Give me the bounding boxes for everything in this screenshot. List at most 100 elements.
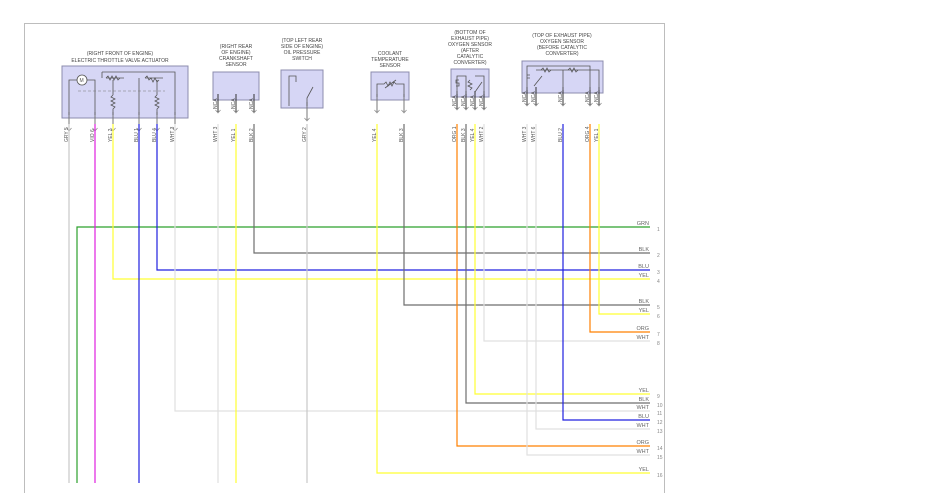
pin-label-o2_before-2: BLU 2 <box>558 128 564 142</box>
component-title-oil_pressure: (TOP LEFT REAR <box>282 38 323 44</box>
wire-1 <box>76 226 650 483</box>
wire-16 <box>376 146 650 474</box>
component-title-o2_before: (BEFORE CATALYTIC <box>537 45 587 51</box>
pin-label-o2_after-2: WHT 2 <box>479 126 485 142</box>
pin-label-o2_before-3: WHT 3 <box>522 126 528 142</box>
wiring-diagram: (RIGHT FRONT OF ENGINE)ELECTRIC THROTTLE… <box>61 30 663 483</box>
heater-sensor-icon <box>526 65 600 90</box>
bus-number-9: 9 <box>657 394 660 400</box>
wire-2 <box>253 146 650 254</box>
bus-number-8: 8 <box>657 341 660 347</box>
nca-label-o2_after-3: NCA <box>461 95 467 106</box>
bus-number-3: 3 <box>657 270 660 276</box>
thermistor-icon <box>376 79 405 97</box>
pin-label-o2_after-1: ORG 1 <box>452 126 458 142</box>
motor-letter: M <box>80 78 84 84</box>
pin-label-throttle-5: GRY 5 <box>64 127 70 142</box>
bus-label-1: GRN <box>637 221 649 227</box>
pin-label-crankshaft-3: WHT 3 <box>213 126 219 142</box>
component-title-crankshaft: SENSOR <box>225 62 247 68</box>
nca-label-o2_before-6: NCA <box>531 91 537 102</box>
component-title-oil_pressure: SIDE OF ENGINE) <box>281 44 324 50</box>
pin-label-o2_after-4: YEL 4 <box>470 128 476 142</box>
connector-icon-o2_before-4 <box>587 102 593 107</box>
connector-icon-o2_after-3 <box>463 106 469 111</box>
nca-label-crankshaft-1: NCA <box>231 98 237 109</box>
connector-icon-oil_pressure-2 <box>304 117 310 122</box>
wire-8 <box>483 146 650 342</box>
heater-sensor-icon <box>455 75 485 94</box>
wire-6 <box>598 146 650 315</box>
bus-number-16: 16 <box>657 473 663 479</box>
connector-icon-coolant-3 <box>401 109 407 114</box>
pin-label-throttle-6: VIO 6 <box>90 129 96 142</box>
component-box-oil_pressure <box>280 69 324 109</box>
component-title-crankshaft: CRANKSHAFT <box>219 56 253 62</box>
nca-label-o2_before-1: NCA <box>594 91 600 102</box>
connector-icon-o2_before-2 <box>560 102 566 107</box>
component-title-o2_before: CONVERTER) <box>546 51 579 57</box>
component-title-o2_after: OXYGEN SENSOR <box>448 42 492 48</box>
pin-label-throttle-4: BLU 4 <box>152 128 158 142</box>
bus-number-13: 13 <box>657 429 663 435</box>
connector-icon-o2_after-2 <box>481 106 487 111</box>
bus-label-6: YEL <box>639 308 649 314</box>
bus-number-4: 4 <box>657 279 660 285</box>
component-box-throttle <box>61 65 189 119</box>
connector-icon-crankshaft-3 <box>215 109 221 114</box>
component-title-o2_after: EXHAUST PIPE) <box>451 36 489 42</box>
pin-label-throttle-2: YEL 2 <box>108 128 114 142</box>
nca-label-crankshaft-2: NCA <box>249 98 255 109</box>
bus-number-11: 11 <box>657 411 662 417</box>
resistor-icon <box>110 80 160 115</box>
component-title-oil_pressure: SWITCH <box>292 56 312 62</box>
nca-label-o2_before-3: NCA <box>522 91 528 102</box>
wire-9 <box>474 146 650 395</box>
pin-label-o2_before-1: YEL 1 <box>594 128 600 142</box>
wire-14 <box>456 146 650 447</box>
switch-icon <box>288 75 314 106</box>
bus-number-2: 2 <box>657 253 660 259</box>
wire-15 <box>526 146 650 456</box>
wire-13 <box>535 146 650 430</box>
bus-number-1: 1 <box>657 227 660 233</box>
bus-number-6: 6 <box>657 314 660 320</box>
diagram-frame <box>24 23 665 493</box>
bus-label-13: WHT <box>636 423 649 429</box>
nca-label-o2_after-2: NCA <box>479 95 485 106</box>
connector-icon-crankshaft-2 <box>251 109 257 114</box>
pin-label-oil_pressure-2: GRY 2 <box>302 127 308 142</box>
component-title-coolant: COOLANT <box>378 51 402 57</box>
bus-label-10: BLK <box>639 397 650 403</box>
bus-label-15: WHT <box>636 449 649 455</box>
bus-label-5: BLK <box>639 299 650 305</box>
pin-label-crankshaft-1: YEL 1 <box>231 128 237 142</box>
pin-label-o2_after-3: BLK 3 <box>461 128 467 142</box>
nca-label-crankshaft-3: NCA <box>213 98 219 109</box>
motor-wiring <box>68 79 96 115</box>
connector-icon-o2_after-4 <box>472 106 478 111</box>
bus-number-7: 7 <box>657 332 660 338</box>
bus-number-14: 14 <box>657 446 663 452</box>
pin-label-coolant-3: BLK 3 <box>399 128 405 142</box>
component-title-crankshaft: OF ENGINE) <box>221 50 251 56</box>
wire-11 <box>174 146 650 412</box>
pin-label-crankshaft-2: BLK 2 <box>249 128 255 142</box>
pin-label-throttle-1: BLU 1 <box>134 128 140 142</box>
component-title-o2_after: CATALYTIC <box>457 54 484 60</box>
bus-label-7: ORG <box>636 326 649 332</box>
bus-label-14: ORG <box>636 440 649 446</box>
wire-12 <box>562 146 650 421</box>
component-title-throttle: (RIGHT FRONT OF ENGINE) <box>87 51 154 57</box>
component-title-oil_pressure: OIL PRESSURE <box>284 50 321 56</box>
component-title-o2_before: OXYGEN SENSOR <box>540 39 584 45</box>
bus-label-9: YEL <box>639 388 649 394</box>
component-title-o2_after: CONVERTER) <box>454 60 487 66</box>
pin-label-o2_before-6: WHT 6 <box>531 126 537 142</box>
connector-icon-o2_before-1 <box>596 102 602 107</box>
pin-label-coolant-4: YEL 4 <box>372 128 378 142</box>
bus-label-3: BLU <box>638 264 649 270</box>
nca-label-o2_after-1: NCA <box>452 95 458 106</box>
connector-icon-crankshaft-1 <box>233 109 239 114</box>
bus-number-10: 10 <box>657 403 663 409</box>
